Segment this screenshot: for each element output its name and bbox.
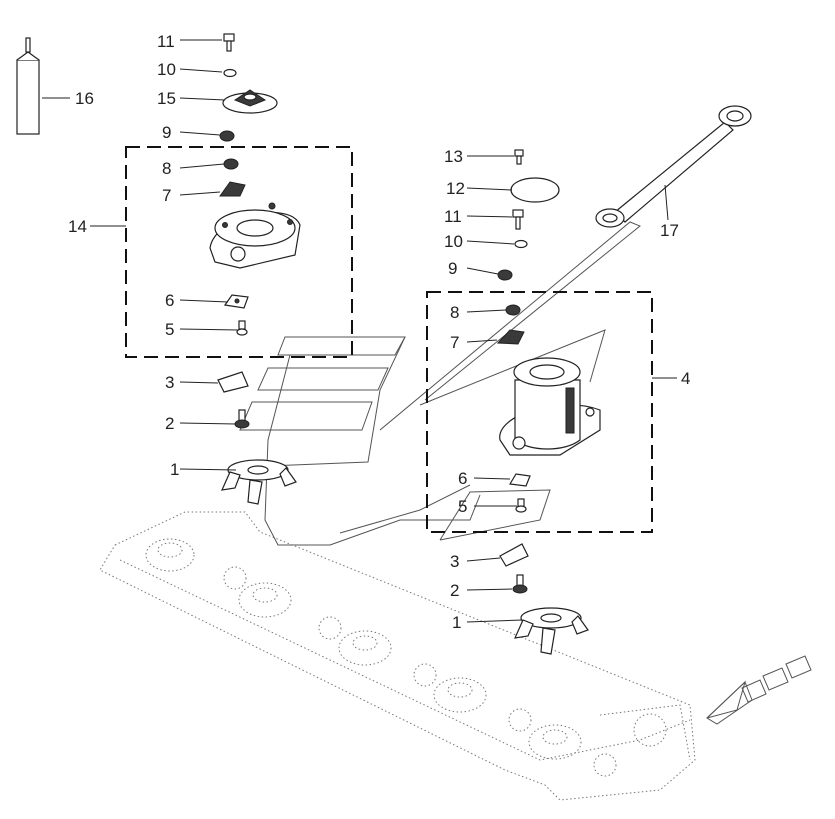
sealant-tube-part [16, 37, 40, 135]
nut-part [219, 130, 235, 142]
disc-holder-part [209, 202, 301, 269]
plate-part [509, 473, 531, 487]
bolt-part [236, 320, 248, 336]
knife-part [499, 543, 529, 567]
cap-part [222, 89, 278, 114]
callout-right-11: 11 [444, 207, 462, 226]
callout-right-9: 9 [448, 259, 457, 278]
callout-right-5: 5 [458, 497, 467, 516]
cutter-disc [338, 630, 392, 666]
bolt-part [512, 209, 524, 230]
callout-right-8: 8 [450, 303, 459, 322]
callout-left-11: 11 [157, 32, 175, 51]
plate-part [219, 181, 246, 197]
screw-part [514, 149, 524, 165]
callout-right-4: 4 [681, 369, 690, 388]
callout-left-6: 6 [165, 291, 174, 310]
callout-right-12: 12 [446, 179, 465, 198]
callout-left-15: 15 [157, 89, 176, 108]
cover-part [510, 177, 560, 203]
nut-part [497, 269, 513, 281]
callout-left-1: 1 [170, 460, 179, 479]
callout-right-13: 13 [444, 147, 463, 166]
plate-part [223, 294, 249, 309]
callout-left-10: 10 [157, 60, 176, 79]
knife-holder-part [221, 459, 297, 505]
callout-right-17: 17 [660, 221, 679, 240]
plate-part [496, 329, 525, 345]
nut-part [223, 158, 239, 170]
cutter-disc [238, 582, 292, 618]
callout-left-9: 9 [162, 123, 171, 142]
bolt-part [223, 33, 235, 52]
callout-left-16: 16 [75, 89, 94, 108]
gear-wheel [223, 566, 667, 777]
drum-hub-part [499, 357, 601, 456]
callout-left-5: 5 [165, 320, 174, 339]
assembly-box-4 [426, 291, 653, 533]
wrench-part [595, 105, 752, 228]
callout-left-3: 3 [165, 373, 174, 392]
cutter-bar [99, 511, 696, 801]
callout-right-2: 2 [450, 581, 459, 600]
callout-right-7: 7 [450, 333, 459, 352]
callout-right-1: 1 [452, 613, 461, 632]
callout-left-14: 14 [68, 217, 87, 236]
bolt-part [515, 498, 527, 513]
assembly-box-14 [125, 146, 353, 358]
callout-right-6: 6 [458, 469, 467, 488]
callout-left-7: 7 [162, 186, 171, 205]
callout-left-2: 2 [165, 414, 174, 433]
cutter-disc [433, 677, 487, 713]
cutter-disc [145, 538, 195, 572]
direction-arrow-icon [706, 655, 812, 725]
callout-right-3: 3 [450, 552, 459, 571]
nut-part [505, 304, 521, 316]
knife-holder-part [514, 607, 589, 655]
knife-part [217, 371, 249, 393]
leader-lines [42, 39, 677, 623]
callout-left-8: 8 [162, 159, 171, 178]
bolt-part [512, 574, 528, 594]
washer-part [223, 68, 237, 78]
cutter-disc [528, 724, 582, 760]
callout-right-10: 10 [444, 232, 463, 251]
washer-part [514, 239, 528, 249]
